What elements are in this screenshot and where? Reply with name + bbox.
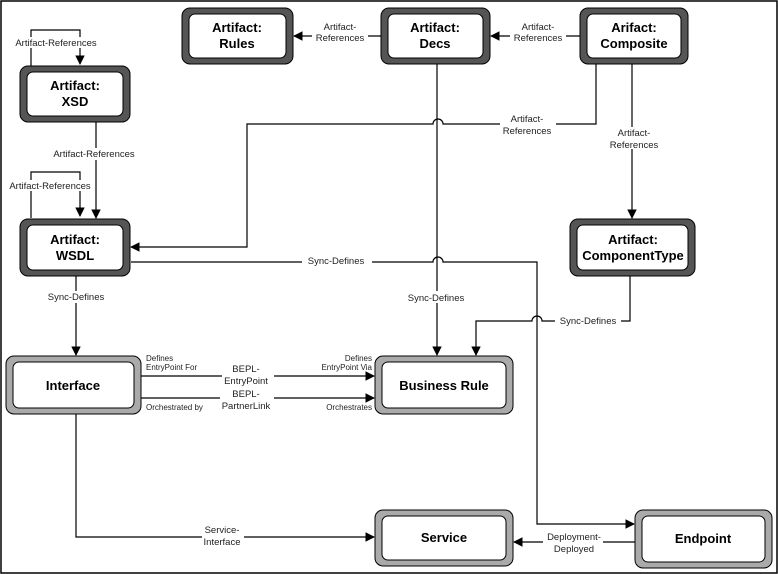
node-artifact-composite[interactable]: Arifact: Composite	[579, 7, 689, 65]
node-artifact-componenttype[interactable]: Artifact: ComponentType	[569, 218, 696, 277]
edge-label: EntryPoint	[224, 376, 268, 387]
edge-label: BEPL-	[232, 389, 259, 400]
node-label: Artifact:	[50, 232, 100, 247]
edge-interface-to-service: Service- Interface	[75, 414, 375, 548]
edge-decs-to-businessrule: Sync-Defines	[402, 64, 472, 356]
edge-label: Service-	[205, 525, 240, 536]
edge-businessrule-to-interface-partnerlink: BEPL- PartnerLink Orchestrated by Orches…	[141, 388, 375, 412]
node-label: Arifact:	[611, 20, 657, 35]
edge-label: Artifact-References	[15, 38, 97, 49]
edge-end-label: EntryPoint Via	[321, 363, 372, 372]
edge-label: Deployed	[554, 544, 594, 555]
edge-label: Artifact-References	[53, 149, 135, 160]
edge-composite-to-componenttype: Artifact- References	[606, 64, 662, 219]
edge-xsd-self-reference: Artifact-References	[12, 29, 98, 66]
node-label: Service	[421, 530, 467, 545]
edge-label: References	[514, 33, 563, 44]
edge-label: Artifact-	[324, 22, 357, 33]
edge-label: Interface	[204, 537, 241, 548]
edge-label: BEPL-	[232, 364, 259, 375]
node-label: Business Rule	[399, 378, 489, 393]
node-label: Endpoint	[675, 531, 732, 546]
node-artifact-decs[interactable]: Artifact: Decs	[380, 7, 491, 65]
node-artifact-xsd[interactable]: Artifact: XSD	[19, 65, 131, 123]
edge-end-label: EntryPoint For	[146, 363, 197, 372]
edge-composite-to-wsdl: Artifact- References	[130, 64, 597, 252]
edge-decs-to-rules: Artifact- References	[293, 20, 381, 44]
edge-label: Sync-Defines	[408, 293, 465, 304]
node-business-rule[interactable]: Business Rule	[374, 355, 514, 415]
edge-componenttype-to-businessrule: Sync-Defines	[471, 276, 631, 356]
edge-wsdl-to-interface: Sync-Defines	[40, 276, 110, 356]
edge-label: Sync-Defines	[308, 256, 365, 267]
edge-label: Artifact-References	[9, 181, 91, 192]
node-service[interactable]: Service	[374, 509, 514, 567]
node-label: Interface	[46, 378, 100, 393]
edge-label: Artifact-	[511, 114, 544, 125]
node-label: Artifact:	[410, 20, 460, 35]
edge-end-label: Orchestrates	[326, 403, 372, 412]
node-artifact-rules[interactable]: Artifact: Rules	[181, 7, 294, 65]
node-label: Artifact:	[608, 232, 658, 247]
node-label: WSDL	[56, 248, 94, 263]
node-label: Artifact:	[212, 20, 262, 35]
node-endpoint[interactable]: Endpoint	[634, 509, 773, 569]
edge-end-label: Defines	[345, 354, 372, 363]
edge-end-label: Defines	[146, 354, 173, 363]
node-label: Rules	[219, 36, 254, 51]
edge-endpoint-to-service: Deployment- Deployed	[513, 530, 636, 555]
edge-label: Sync-Defines	[48, 292, 105, 303]
edge-label: References	[316, 33, 365, 44]
edge-xsd-to-wsdl: Artifact-References	[52, 122, 138, 219]
edge-label: PartnerLink	[222, 401, 271, 412]
edge-composite-to-decs: Artifact- References	[490, 20, 580, 44]
edge-label: References	[503, 126, 552, 137]
edge-label: Deployment-	[547, 532, 601, 543]
node-artifact-wsdl[interactable]: Artifact: WSDL	[19, 218, 131, 277]
node-label: XSD	[62, 94, 89, 109]
edge-label: Sync-Defines	[560, 316, 617, 327]
edge-wsdl-to-endpoint: Sync-Defines	[131, 255, 635, 529]
edge-end-label: Orchestrated by	[146, 403, 203, 412]
edge-interface-to-businessrule-entrypoint: BEPL- EntryPoint Defines EntryPoint For …	[141, 354, 375, 387]
edge-label: Artifact-	[618, 128, 651, 139]
edge-wsdl-self-reference: Artifact-References	[8, 171, 94, 218]
node-label: ComponentType	[582, 248, 684, 263]
edge-label: References	[610, 140, 659, 151]
node-interface[interactable]: Interface	[5, 355, 142, 415]
node-label: Artifact:	[50, 78, 100, 93]
edge-label: Artifact-	[522, 22, 555, 33]
node-label: Decs	[419, 36, 450, 51]
node-label: Composite	[600, 36, 667, 51]
